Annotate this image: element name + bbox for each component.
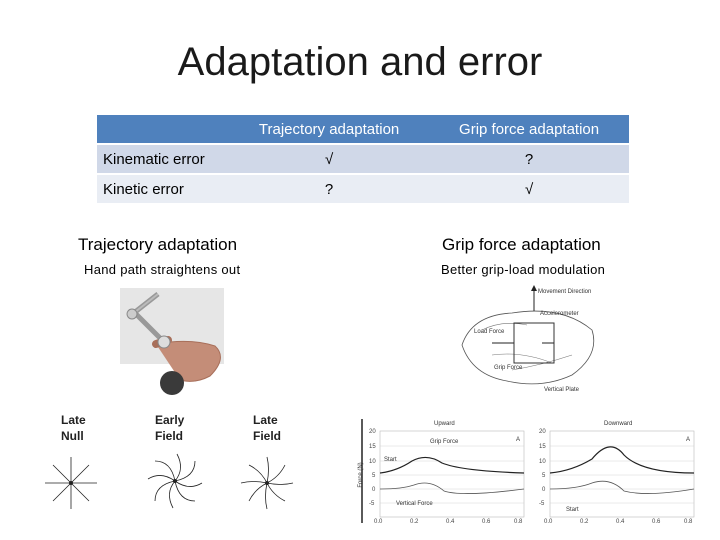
manipulandum-illustration bbox=[120, 288, 224, 395]
tick: 0.4 bbox=[446, 519, 455, 525]
tick: 0.8 bbox=[684, 519, 693, 525]
slide-title: Adaptation and error bbox=[177, 40, 543, 84]
hand-label-accelerometer: Accelerometer bbox=[540, 311, 579, 317]
plot-downward-xticks: 0.0 0.2 0.4 0.6 0.8 bbox=[544, 519, 693, 525]
plot-upward-title: Upward bbox=[434, 421, 455, 427]
tick: 0 bbox=[372, 487, 376, 493]
hand-label-load-force: Load Force bbox=[474, 329, 505, 335]
plot-upward: Upward A 20 15 10 5 0 -5 0.0 0.2 0.4 0.6… bbox=[369, 421, 525, 525]
plot-downward: Downward A 20 15 10 5 0 -5 0.0 0.2 0.4 0… bbox=[539, 421, 695, 525]
tick: -5 bbox=[369, 501, 375, 507]
grip-heading: Grip force adaptation bbox=[442, 235, 601, 254]
hand-grip-illustration: Movement Direction Accelerometer Load Fo… bbox=[461, 285, 595, 393]
row-label-kinetic: Kinetic error bbox=[97, 174, 229, 205]
row-label-kinematic: Kinematic error bbox=[97, 144, 229, 175]
label-late-field-2: Field bbox=[253, 429, 281, 443]
trajectory-heading: Trajectory adaptation bbox=[78, 235, 238, 254]
cell-kinematic-trajectory: √ bbox=[229, 144, 430, 175]
plot-upward-yticks: 20 15 10 5 0 -5 bbox=[369, 429, 376, 507]
cell-kinematic-grip: ? bbox=[429, 144, 629, 175]
tick: 0.6 bbox=[482, 519, 491, 525]
comparison-table: Trajectory adaptation Grip force adaptat… bbox=[97, 115, 629, 205]
tick: 0.0 bbox=[374, 519, 383, 525]
plot-downward-title: Downward bbox=[604, 421, 632, 427]
label-late-null-1: Late bbox=[61, 413, 86, 427]
tick: 0.8 bbox=[514, 519, 523, 525]
label-early-field-1: Early bbox=[155, 413, 185, 427]
table-header-grip: Grip force adaptation bbox=[429, 115, 629, 145]
plot-downward-yticks: 20 15 10 5 0 -5 bbox=[539, 429, 546, 507]
tick: 10 bbox=[539, 459, 546, 465]
label-late-null-2: Null bbox=[61, 429, 84, 443]
cell-kinetic-trajectory: ? bbox=[229, 174, 430, 205]
plot-upward-vertical-label: Vertical Force bbox=[396, 501, 433, 507]
grip-caption: Better grip-load modulation bbox=[441, 262, 606, 277]
table-header-trajectory: Trajectory adaptation bbox=[229, 115, 430, 145]
label-early-field-2: Field bbox=[155, 429, 183, 443]
hand-label-movement: Movement Direction bbox=[538, 289, 591, 295]
plot-downward-tag: A bbox=[686, 437, 690, 443]
force-plots: Force (N) Upward A 20 15 10 5 0 -5 0.0 0… bbox=[358, 419, 695, 525]
table-header-empty bbox=[97, 115, 229, 145]
table-row: Kinematic error √ ? bbox=[97, 144, 629, 175]
tick: -5 bbox=[539, 501, 545, 507]
table-row: Kinetic error ? √ bbox=[97, 174, 629, 205]
hand-label-grip-force: Grip Force bbox=[494, 365, 523, 371]
label-late-field-1: Late bbox=[253, 413, 278, 427]
plot-upward-xticks: 0.0 0.2 0.4 0.6 0.8 bbox=[374, 519, 523, 525]
trajectory-pattern-late-null bbox=[45, 457, 97, 509]
tick: 10 bbox=[369, 459, 376, 465]
plot-downward-start-label: Start bbox=[566, 507, 579, 513]
cell-kinetic-grip: √ bbox=[429, 174, 629, 205]
plot-upward-start-label: Start bbox=[384, 457, 397, 463]
plot-upward-grip-label: Grip Force bbox=[430, 439, 459, 445]
tick: 20 bbox=[369, 429, 376, 435]
trajectory-caption: Hand path straightens out bbox=[84, 262, 241, 277]
tick: 0.2 bbox=[410, 519, 419, 525]
trajectory-pattern-late-field bbox=[240, 456, 294, 510]
plot-upward-tag: A bbox=[516, 437, 520, 443]
hand-label-vertical-plate: Vertical Plate bbox=[544, 387, 580, 393]
plot-ylabel: Force (N) bbox=[358, 462, 364, 487]
field-labels: Late Null Early Field Late Field bbox=[61, 413, 281, 443]
tick: 0.6 bbox=[652, 519, 661, 525]
tick: 20 bbox=[539, 429, 546, 435]
table-header-row: Trajectory adaptation Grip force adaptat… bbox=[97, 115, 629, 145]
tick: 0.2 bbox=[580, 519, 589, 525]
trajectory-pattern-early-field bbox=[147, 453, 203, 509]
tick: 5 bbox=[372, 473, 376, 479]
tick: 5 bbox=[542, 473, 546, 479]
tick: 15 bbox=[539, 444, 546, 450]
tick: 0.0 bbox=[544, 519, 553, 525]
tick: 0.4 bbox=[616, 519, 625, 525]
tick: 15 bbox=[369, 444, 376, 450]
tick: 0 bbox=[542, 487, 546, 493]
